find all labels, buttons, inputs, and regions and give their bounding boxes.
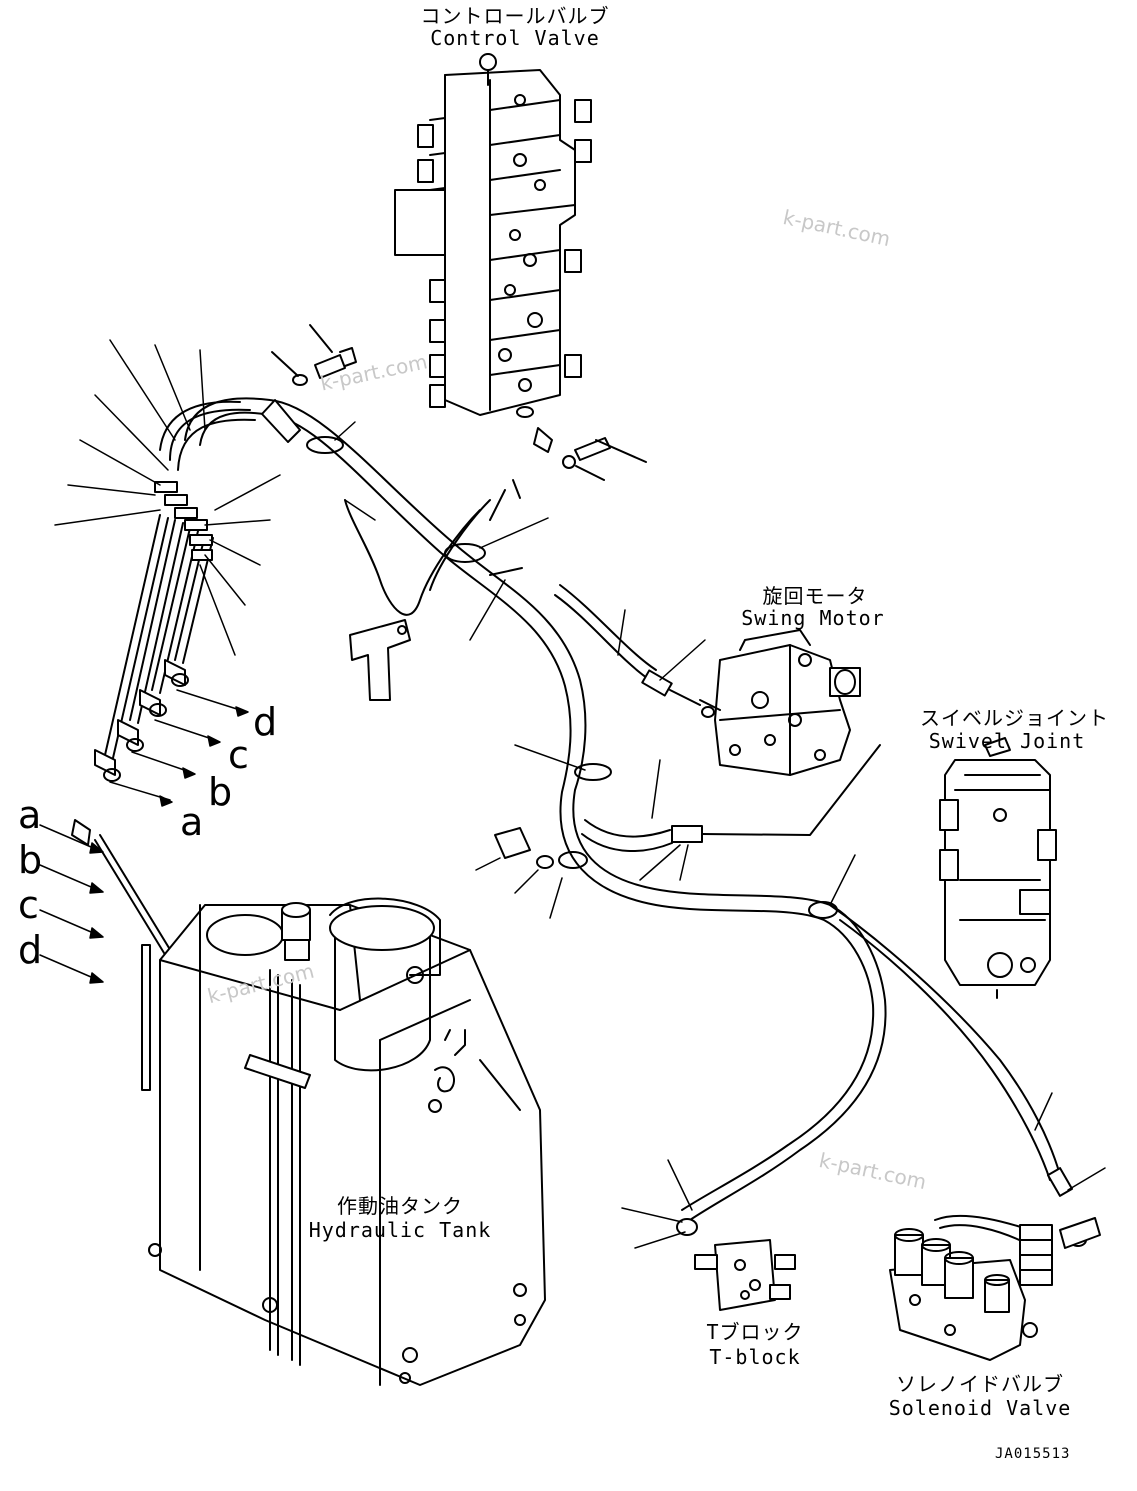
control-valve-label-en: Control Valve [430, 26, 600, 50]
hydraulic-tank-label-en: Hydraulic Tank [308, 1218, 492, 1242]
hydraulic-tank-drawing [141, 897, 546, 1386]
main-hose-bundle [159, 397, 887, 1221]
mark-left-a: a [18, 793, 42, 837]
t-block-drawing [694, 1239, 796, 1311]
t-block-hose-end [676, 1218, 698, 1236]
control-valve-drawing [394, 53, 647, 481]
swivel-joint-label-jp: スイベルジョイント [920, 706, 1109, 730]
connection-arrows [39, 706, 249, 984]
swivel-branch-hose [581, 744, 881, 852]
left-tubes [71, 481, 266, 1111]
swivel-joint-drawing [939, 737, 1057, 999]
swivel-joint-label-en: Swivel Joint [928, 729, 1086, 753]
solenoid-branch-hose [829, 904, 1074, 1197]
hydraulic-tank-label-jp: 作動油タンク [337, 1194, 463, 1218]
mark-left-d: d [18, 928, 43, 972]
mark-right-d: d [253, 700, 278, 744]
t-block-label-jp: Tブロック [706, 1320, 804, 1344]
t-block-label-en: T-block [709, 1345, 801, 1369]
leader-lines [54, 339, 1106, 1249]
drawing-code: JA015513 [995, 1446, 1071, 1462]
mark-right-c: c [228, 733, 249, 777]
swing-motor-label-en: Swing Motor [741, 606, 885, 630]
swing-motor-drawing [699, 629, 861, 776]
solenoid-valve-label-en: Solenoid Valve [888, 1396, 1072, 1420]
solenoid-valve-label-jp: ソレノイドバルブ [896, 1372, 1064, 1396]
solenoid-valve-drawing [889, 1214, 1101, 1361]
bolt-washer-drawing [271, 324, 357, 386]
mark-right-b: b [208, 770, 233, 814]
control-valve-label-jp: コントロールバルブ [420, 4, 610, 28]
mark-right-a: a [180, 800, 204, 844]
swing-motor-hose [554, 584, 701, 706]
swing-motor-label-jp: 旋回モータ [762, 584, 868, 608]
mark-left-b: b [18, 838, 43, 882]
center-bolt-drawing [494, 827, 554, 869]
mark-left-c: c [18, 883, 39, 927]
